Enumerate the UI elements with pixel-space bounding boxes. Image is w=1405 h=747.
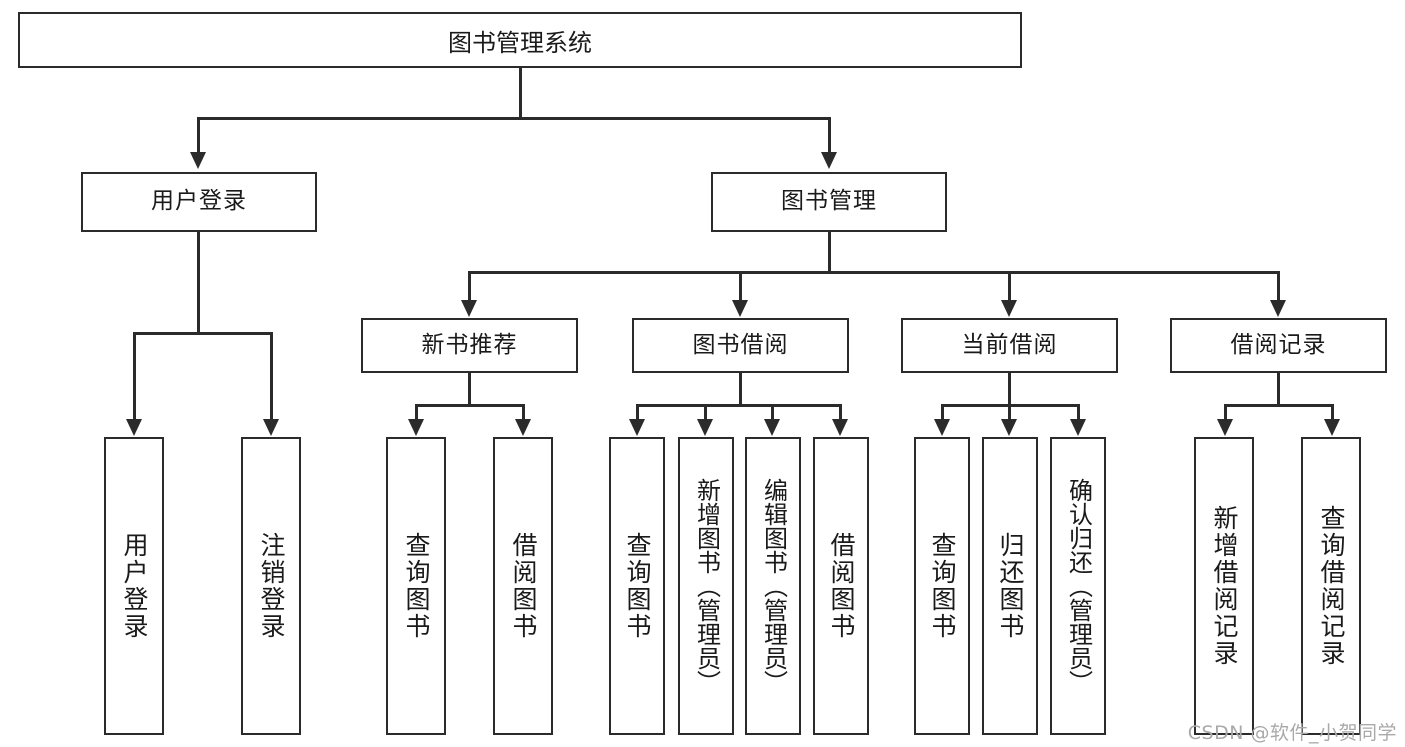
node-label: 查询图书 xyxy=(402,532,431,640)
arrowhead-leaf-user-login xyxy=(126,419,142,436)
leaf-user-login[interactable]: 用户登录 xyxy=(104,437,164,735)
arrowhead-user-login xyxy=(190,152,206,169)
node-label: 借阅记录 xyxy=(1230,331,1327,358)
connector-root-bar xyxy=(197,117,831,120)
node-root-system[interactable]: 图书管理系统 xyxy=(18,12,1022,68)
connector-user-login-child-2 xyxy=(270,332,273,420)
connector-borrow-record-bar xyxy=(1224,404,1334,407)
connector-borrow-record-child-2 xyxy=(1331,404,1334,421)
leaf-return-book[interactable]: 归还图书 xyxy=(982,437,1038,735)
arrowhead-leaf-add-record xyxy=(1217,419,1233,436)
connector-book-borrow-child-1 xyxy=(636,404,639,421)
arrowhead-leaf-query-book-3 xyxy=(934,419,950,436)
connector-user-login-child-1 xyxy=(133,332,136,420)
node-borrow-record[interactable]: 借阅记录 xyxy=(1170,318,1387,373)
connector-root-to-book-manage xyxy=(828,117,831,153)
connector-book-borrow-child-2 xyxy=(704,404,707,421)
connector-new-book-child-2 xyxy=(522,404,525,421)
arrowhead-leaf-query-book-1 xyxy=(408,419,424,436)
node-label: 新增图书（管理员） xyxy=(692,478,721,694)
connector-borrow-record-stem xyxy=(1277,373,1280,406)
node-book-management[interactable]: 图书管理 xyxy=(711,172,947,232)
node-label: 用户登录 xyxy=(151,188,247,215)
leaf-edit-book-admin[interactable]: 编辑图书（管理员） xyxy=(745,437,801,735)
node-label: 图书管理系统 xyxy=(448,28,592,57)
arrowhead-book-borrow xyxy=(732,300,748,317)
arrowhead-leaf-return-book xyxy=(1001,419,1017,436)
connector-current-borrow-child-2 xyxy=(1008,404,1011,421)
node-current-borrow[interactable]: 当前借阅 xyxy=(901,318,1118,373)
connector-current-borrow-child-3 xyxy=(1077,404,1080,421)
leaf-logout[interactable]: 注销登录 xyxy=(241,437,301,735)
connector-new-book-child-1 xyxy=(415,404,418,421)
connector-current-borrow-child-1 xyxy=(941,404,944,421)
leaf-query-book-current[interactable]: 查询图书 xyxy=(914,437,970,735)
node-label: 归还图书 xyxy=(996,532,1025,640)
node-label: 新增借阅记录 xyxy=(1210,505,1239,667)
node-label: 确认归还（管理员） xyxy=(1064,478,1093,694)
node-label: 当前借阅 xyxy=(961,331,1058,358)
connector-user-login-stem xyxy=(197,232,200,334)
leaf-query-book-borrow[interactable]: 查询图书 xyxy=(609,437,665,735)
arrowhead-current-borrow xyxy=(1001,300,1017,317)
connector-book-manage-child-4 xyxy=(1277,271,1280,301)
connector-current-borrow-stem xyxy=(1008,373,1011,406)
connector-book-manage-child-2 xyxy=(739,271,742,301)
leaf-query-borrow-record[interactable]: 查询借阅记录 xyxy=(1301,437,1361,735)
connector-root-stem xyxy=(519,67,522,119)
arrowhead-leaf-borrow-book-2 xyxy=(832,419,848,436)
node-user-login[interactable]: 用户登录 xyxy=(81,172,317,232)
node-label: 借阅图书 xyxy=(509,532,538,640)
node-book-borrow[interactable]: 图书借阅 xyxy=(632,318,849,373)
connector-book-manage-child-1 xyxy=(468,271,471,301)
node-label: 注销登录 xyxy=(257,532,286,640)
node-label: 查询借阅记录 xyxy=(1317,505,1346,667)
leaf-borrow-book-borrow[interactable]: 借阅图书 xyxy=(813,437,869,735)
node-label: 查询图书 xyxy=(623,532,652,640)
connector-book-borrow-stem xyxy=(739,373,742,406)
connector-user-login-bar xyxy=(133,332,273,335)
node-label: 图书管理 xyxy=(781,188,877,215)
node-label: 借阅图书 xyxy=(827,532,856,640)
connector-book-borrow-child-3 xyxy=(771,404,774,421)
node-label: 查询图书 xyxy=(928,532,957,640)
connector-book-borrow-child-4 xyxy=(839,404,842,421)
arrowhead-leaf-query-record xyxy=(1324,419,1340,436)
connector-book-manage-bar xyxy=(468,271,1280,274)
leaf-add-book-admin[interactable]: 新增图书（管理员） xyxy=(678,437,734,735)
node-new-book-recommend[interactable]: 新书推荐 xyxy=(361,318,578,373)
node-label: 编辑图书（管理员） xyxy=(759,478,788,694)
arrowhead-leaf-borrow-book-1 xyxy=(515,419,531,436)
arrowhead-leaf-edit-book xyxy=(764,419,780,436)
connector-root-to-user-login xyxy=(197,117,200,153)
connector-book-borrow-bar xyxy=(636,404,842,407)
leaf-add-borrow-record[interactable]: 新增借阅记录 xyxy=(1194,437,1254,735)
connector-book-manage-child-3 xyxy=(1008,271,1011,301)
arrowhead-new-book-recommend xyxy=(461,300,477,317)
connector-book-manage-stem xyxy=(828,232,831,274)
node-label: 用户登录 xyxy=(120,532,149,640)
arrowhead-leaf-logout xyxy=(263,419,279,436)
arrowhead-leaf-add-book xyxy=(697,419,713,436)
connector-new-book-stem xyxy=(468,373,471,406)
arrowhead-borrow-record xyxy=(1270,300,1286,317)
leaf-borrow-book-newbook[interactable]: 借阅图书 xyxy=(493,437,553,735)
arrowhead-leaf-confirm-return xyxy=(1070,419,1086,436)
leaf-confirm-return-admin[interactable]: 确认归还（管理员） xyxy=(1050,437,1106,735)
node-label: 新书推荐 xyxy=(421,331,518,358)
arrowhead-book-manage xyxy=(821,152,837,169)
leaf-query-book-newbook[interactable]: 查询图书 xyxy=(386,437,446,735)
arrowhead-leaf-query-book-2 xyxy=(629,419,645,436)
node-label: 图书借阅 xyxy=(692,331,789,358)
connector-new-book-bar xyxy=(415,404,525,407)
connector-borrow-record-child-1 xyxy=(1224,404,1227,421)
